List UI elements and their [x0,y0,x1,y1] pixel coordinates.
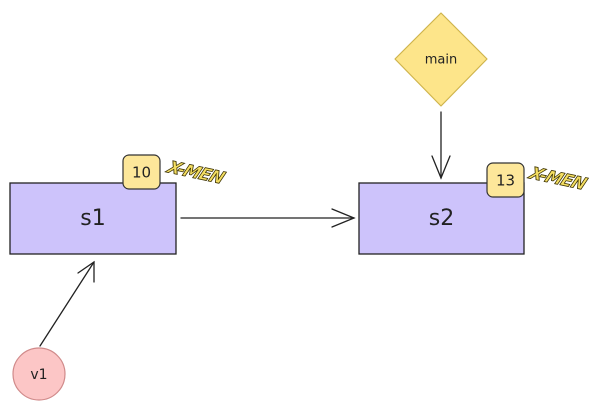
svg-text:X-MEN: X-MEN [525,164,590,195]
edge-s1-to-s2 [180,208,356,228]
edge-main-to-s2 [431,111,451,180]
edges [39,111,451,347]
start-node-v1[interactable]: v1 [12,347,66,401]
state-label-s1: s1 [80,206,105,231]
decision-label-main: main [425,53,457,68]
state-node-s1[interactable]: s1 [9,182,177,255]
edge-v1-to-s1 [39,260,95,347]
badge-count-s2: 13 [496,172,515,190]
badge-s1: 10 [122,154,161,190]
start-label-v1: v1 [30,367,47,383]
badge-s2: 13 [486,162,525,198]
state-label-s2: s2 [429,206,454,231]
decision-node-main[interactable]: main [394,12,488,107]
badge-count-s1: 10 [132,164,151,182]
xmen-logo-s2: X-MEN [525,164,591,195]
